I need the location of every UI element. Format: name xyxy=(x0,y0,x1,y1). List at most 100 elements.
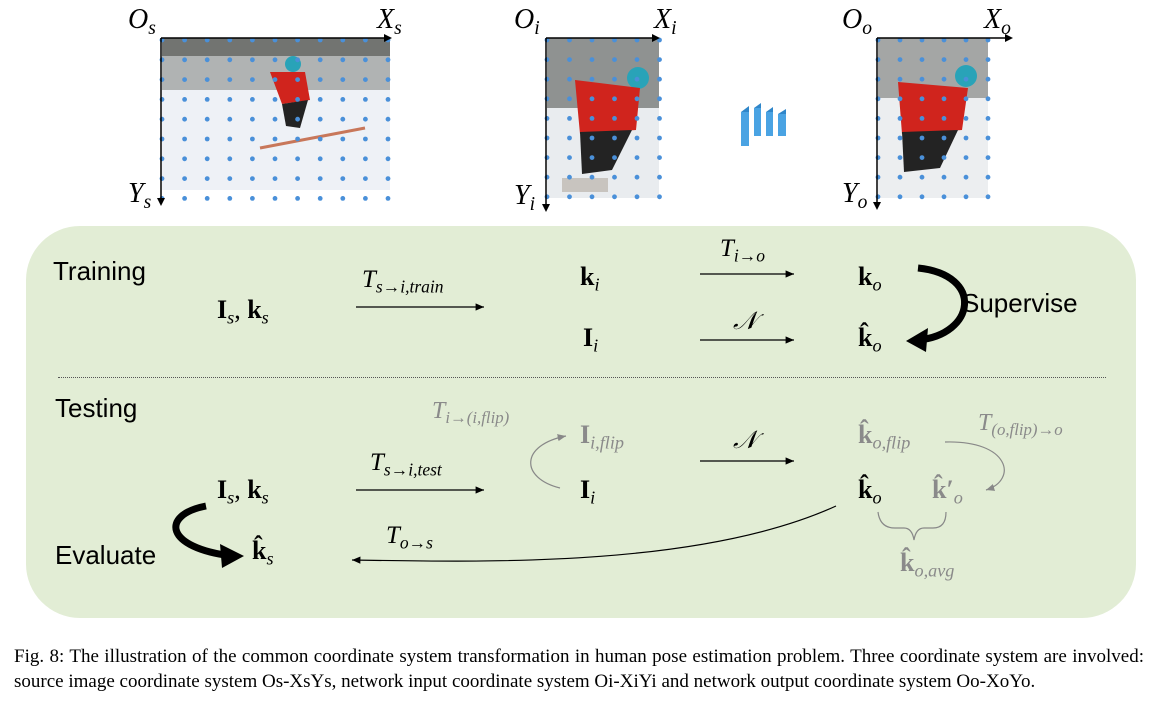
grid-point xyxy=(963,135,969,141)
T-o-to-s: To→s xyxy=(386,522,433,553)
grid-point xyxy=(272,116,278,122)
grid-point xyxy=(634,174,640,180)
training-label: Training xyxy=(53,256,146,286)
train-network-N: 𝒩 xyxy=(733,308,757,335)
source-origin-letter: O xyxy=(128,4,149,35)
grid-point xyxy=(985,116,991,121)
source-y-sub: s xyxy=(143,191,152,213)
grid-point xyxy=(182,116,188,122)
test-sep: , xyxy=(234,475,248,504)
test-Ii-sub: i xyxy=(590,487,596,508)
input-origin-sub: i xyxy=(534,17,540,39)
grid-point xyxy=(634,116,640,121)
grid-point xyxy=(204,176,210,182)
grid-point xyxy=(612,194,617,200)
input-x-label: Xi xyxy=(654,4,677,40)
grid-point xyxy=(227,176,233,182)
grid-point xyxy=(227,97,233,102)
supervise-arrow xyxy=(917,264,968,344)
grid-point xyxy=(385,57,391,63)
grid-point xyxy=(589,155,595,161)
T-oflip-to-o: T(o,flip)→o xyxy=(978,410,1063,440)
input-y-sub: i xyxy=(529,193,536,215)
grid-point xyxy=(272,156,278,162)
grid-point xyxy=(340,37,346,43)
input-y-letter: Y xyxy=(514,180,530,211)
grid-point xyxy=(317,136,323,142)
grid-point xyxy=(612,57,617,62)
grid-point xyxy=(941,96,947,102)
grid-point xyxy=(340,156,346,162)
grid-point xyxy=(385,196,391,201)
grid-point xyxy=(272,77,278,82)
grid-point xyxy=(919,155,925,161)
grid-point xyxy=(317,77,323,82)
input-y-label: Yi xyxy=(514,180,535,216)
grid-point xyxy=(897,57,903,62)
test-koavg-sub: o,avg xyxy=(914,560,955,581)
grid-point xyxy=(204,136,210,142)
grid-point xyxy=(204,156,210,162)
grid-point xyxy=(589,76,595,82)
source-point-grid xyxy=(159,37,391,201)
grid-point xyxy=(227,37,233,43)
grid-point xyxy=(963,96,969,102)
grid-point xyxy=(363,97,368,102)
train-source-pair: Is, ks xyxy=(217,295,269,328)
T-oflip-base: T xyxy=(978,410,992,436)
grid-point xyxy=(612,96,617,102)
output-y-label: Yo xyxy=(842,178,867,214)
grid-point xyxy=(589,174,595,180)
output-x-letter: X xyxy=(984,4,1002,35)
grid-point xyxy=(963,76,969,82)
train-Ii-sub: i xyxy=(593,335,599,356)
figure-caption: Fig. 8: The illustration of the common c… xyxy=(14,646,1144,692)
test-koflip-base: k̂ xyxy=(858,420,873,449)
grid-point xyxy=(250,116,255,122)
T-os-base: T xyxy=(386,522,400,549)
grid-point xyxy=(612,76,617,82)
grid-point xyxy=(340,116,346,122)
grid-point xyxy=(963,194,969,200)
output-x-sub: o xyxy=(1001,17,1011,39)
section-divider xyxy=(58,377,1106,378)
arrow-o-to-s xyxy=(351,505,837,564)
grid-point xyxy=(941,76,947,82)
grid-point xyxy=(567,174,572,180)
grid-point xyxy=(250,57,255,63)
grid-point xyxy=(897,76,903,82)
grid-point xyxy=(985,96,991,102)
grid-point xyxy=(340,97,346,102)
test-koavg-base: k̂ xyxy=(900,548,915,577)
output-y-letter: Y xyxy=(842,178,858,209)
input-origin-label: Oi xyxy=(514,4,540,40)
grid-point xyxy=(941,135,947,141)
grid-point xyxy=(634,155,640,161)
grid-point xyxy=(567,57,572,62)
grid-point xyxy=(295,156,300,162)
grid-point xyxy=(204,77,210,82)
train-ko-hat: k̂o xyxy=(858,323,882,356)
grid-point xyxy=(634,194,640,200)
grid-point xyxy=(182,136,188,142)
grid-point xyxy=(272,176,278,182)
grid-point xyxy=(941,57,947,62)
grid-point xyxy=(227,116,233,122)
grid-point xyxy=(919,135,925,141)
evaluate-label: Evaluate xyxy=(55,540,157,570)
grid-point xyxy=(182,176,188,182)
T-test-base: T xyxy=(370,449,384,476)
grid-point xyxy=(897,174,903,180)
grid-point xyxy=(363,136,368,142)
grid-point xyxy=(250,156,255,162)
grid-point xyxy=(985,57,991,62)
grid-point xyxy=(897,116,903,121)
grid-point xyxy=(317,97,323,102)
train-ko-hat-sub: o xyxy=(872,335,882,356)
test-ks-hat-sub: s xyxy=(266,548,274,569)
grid-point xyxy=(941,37,947,43)
grid-point xyxy=(897,194,903,200)
grid-point xyxy=(612,135,617,141)
grid-point xyxy=(227,196,233,201)
